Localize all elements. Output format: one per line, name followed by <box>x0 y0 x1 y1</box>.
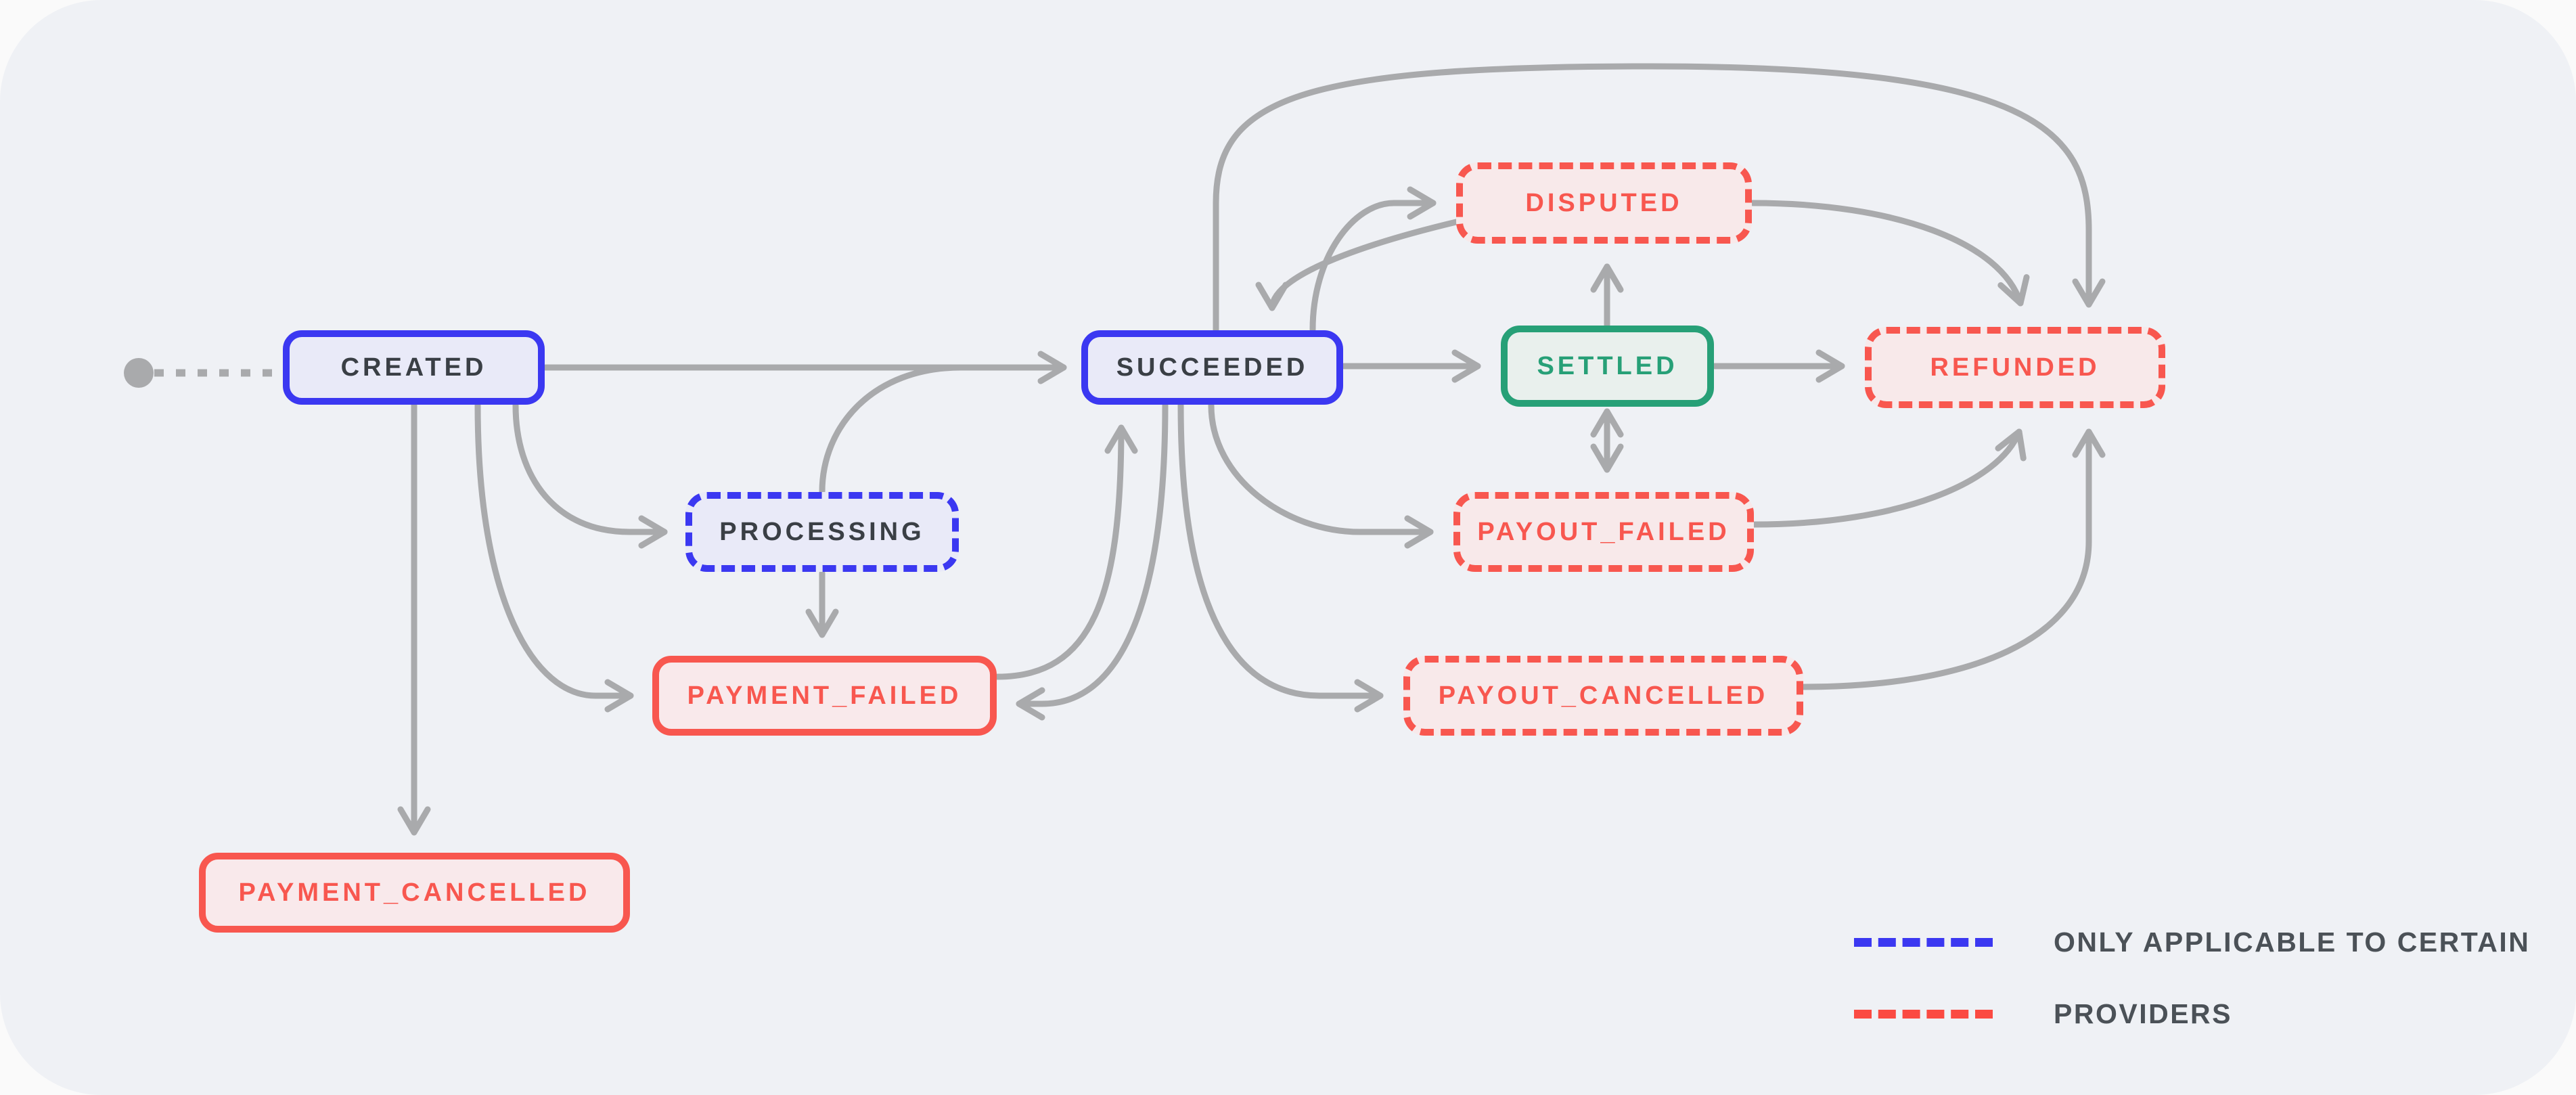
edge-disputed-to-succeeded <box>1255 219 1460 311</box>
node-refunded: REFUNDED <box>1865 327 2165 408</box>
edge-created-to-processing <box>512 402 668 549</box>
legend: ONLY APPLICABLE TO CERTAIN PROVIDERS <box>1854 915 2530 1058</box>
start-dot <box>124 358 154 388</box>
edge-disputed-to-refunded <box>1749 200 2030 307</box>
node-processing: PROCESSING <box>685 492 959 572</box>
edge-succeeded-to-payout_failed <box>1208 402 1434 549</box>
node-payout_failed: PAYOUT_FAILED <box>1453 492 1754 572</box>
legend-red-dashed-swatch <box>1854 1009 1993 1019</box>
node-settled: SETTLED <box>1501 326 1714 407</box>
legend-row: ONLY APPLICABLE TO CERTAIN <box>1854 915 2530 969</box>
edge-created-to-payment_failed <box>474 402 634 713</box>
node-created: CREATED <box>283 330 545 405</box>
edge-succeeded-to-payment_failed <box>1016 402 1169 721</box>
legend-blue-dashed-swatch <box>1854 937 1993 947</box>
node-succeeded: SUCCEEDED <box>1081 330 1343 405</box>
node-disputed: DISPUTED <box>1456 162 1752 244</box>
node-payment_failed: PAYMENT_FAILED <box>652 656 997 736</box>
legend-label: ONLY APPLICABLE TO CERTAIN <box>2054 926 2531 958</box>
edge-succeeded-to-disputed <box>1309 186 1437 333</box>
node-payment_cancelled: PAYMENT_CANCELLED <box>199 853 630 933</box>
edge-payout_failed-to-refunded <box>1750 428 2027 528</box>
edge-processing-to-succeeded <box>819 364 1049 495</box>
legend-label: PROVIDERS <box>2054 998 2232 1029</box>
edge-succeeded-to-refunded <box>1213 63 2106 333</box>
edge-payout_cancelled-to-refunded <box>1800 428 2106 690</box>
edge-succeeded-to-payout_cancelled <box>1177 402 1384 713</box>
edge-payment_failed-to-succeeded <box>994 424 1138 680</box>
node-payout_cancelled: PAYOUT_CANCELLED <box>1403 656 1803 736</box>
legend-row: PROVIDERS <box>1854 987 2530 1041</box>
